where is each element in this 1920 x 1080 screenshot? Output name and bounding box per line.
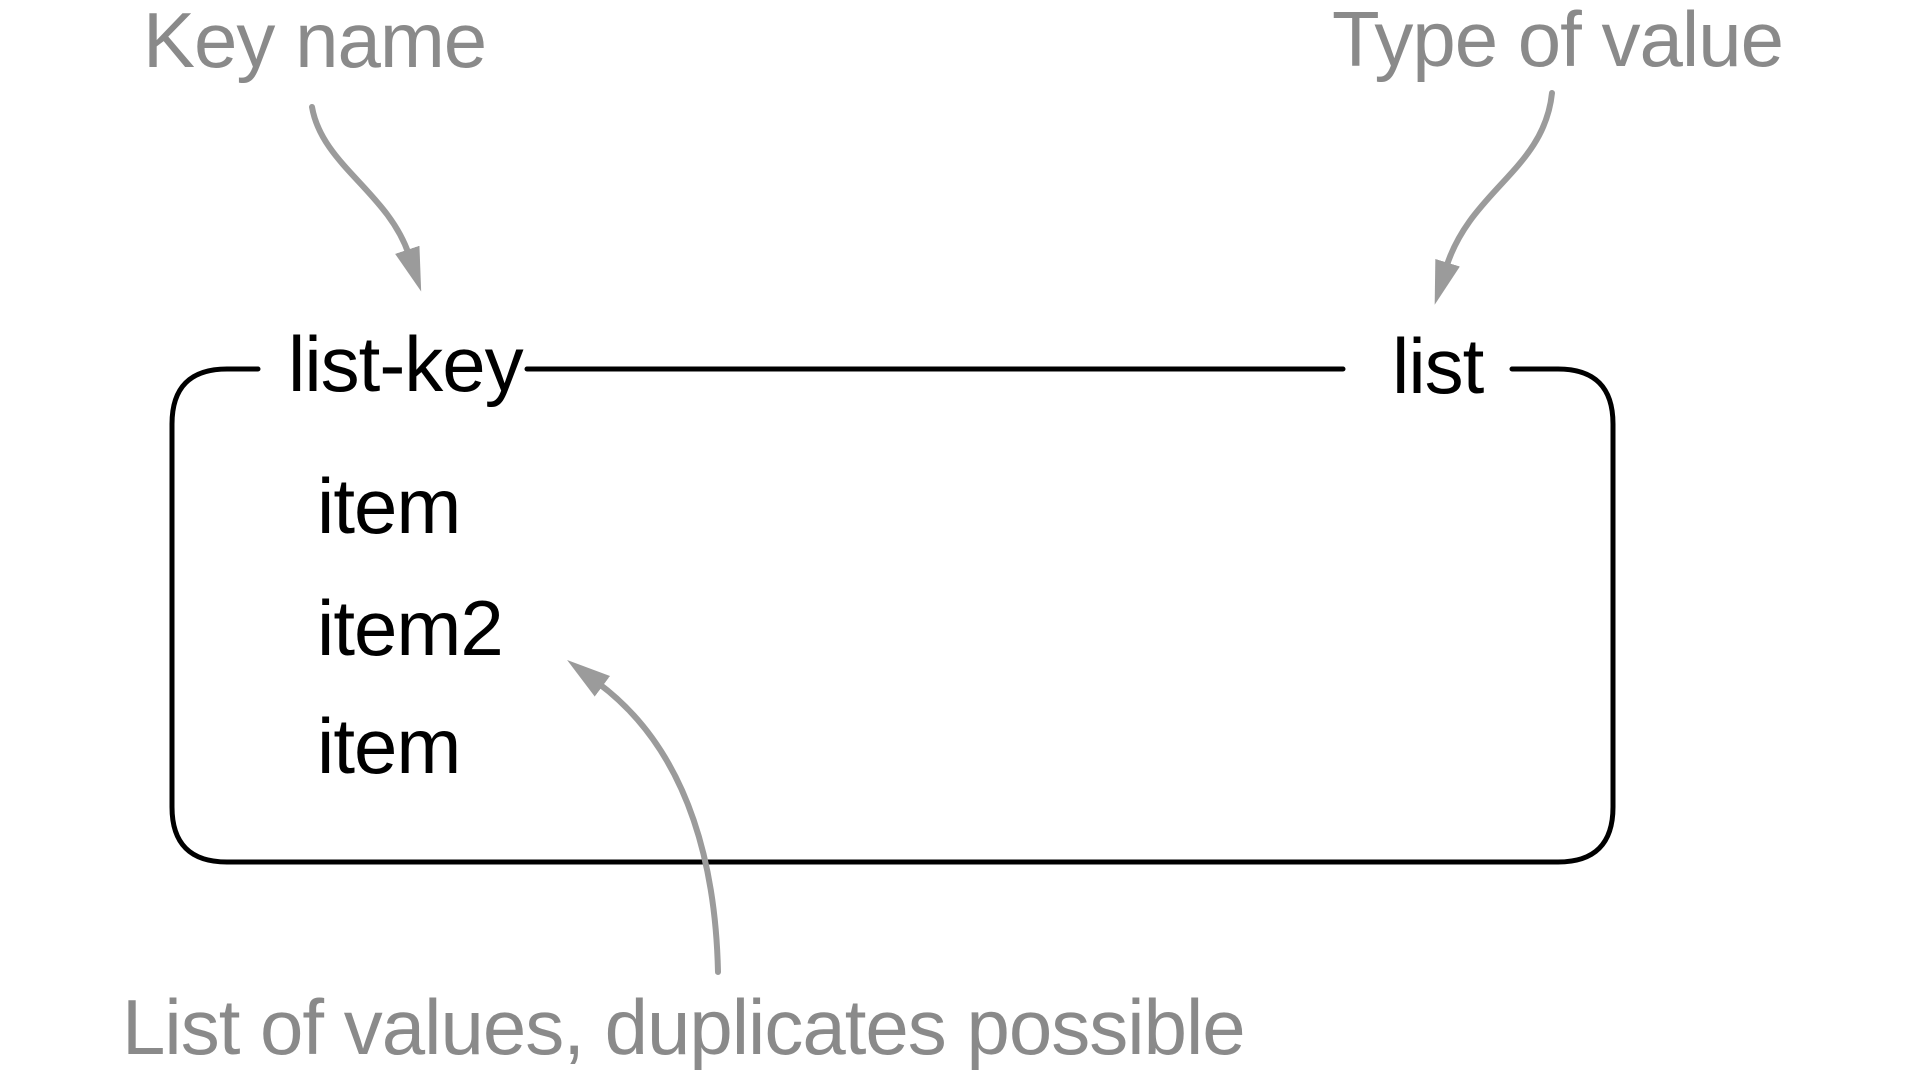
type-of-value-arrow	[1434, 90, 1555, 305]
duplicates-note-label: List of values, duplicates possible	[122, 983, 1245, 1071]
duplicates-note-arrow	[567, 660, 721, 975]
type-of-value-label: Type of value	[1332, 0, 1783, 83]
list-item: item	[317, 462, 460, 550]
list-key-name: list-key	[288, 320, 524, 408]
value-type-name: list	[1392, 322, 1485, 410]
list-box-outline	[169, 366, 1616, 865]
key-name-arrow	[309, 104, 422, 292]
list-item: item	[317, 702, 460, 790]
list-item: item2	[317, 584, 503, 672]
key-name-label: Key name	[143, 0, 486, 84]
